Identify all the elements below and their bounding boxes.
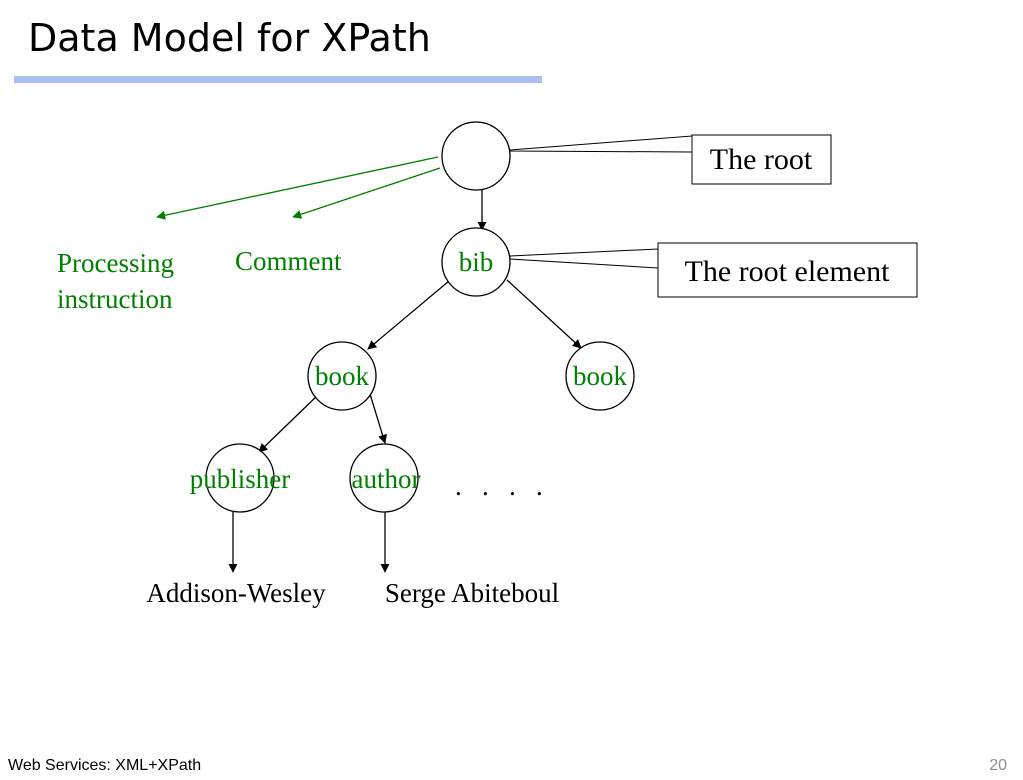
callout-root-element-box <box>657 242 918 298</box>
processing-instruction-label-line1: Processing <box>57 248 174 278</box>
comment-label: Comment <box>235 246 342 276</box>
edge-book1-publisher <box>258 392 321 453</box>
node-publisher <box>205 443 275 513</box>
edge-book1-author <box>369 393 387 444</box>
more-children-ellipsis: . . . . <box>455 471 543 501</box>
footer-course-title: Web Services: XML+XPath <box>8 757 202 774</box>
arrow-root-to-processing <box>156 156 439 220</box>
node-bib-label: bib <box>459 247 494 277</box>
node-book-2 <box>565 341 635 411</box>
callout-root-text: The root <box>710 143 813 176</box>
node-bib <box>441 227 511 297</box>
footer-page-number: 20 <box>989 757 1007 774</box>
edge-bib-book1 <box>367 280 450 350</box>
title-underline <box>14 76 542 83</box>
author-value-text: Serge Abiteboul <box>385 578 559 608</box>
node-book-2-label: book <box>573 361 628 391</box>
node-publisher-label: publisher <box>190 464 291 494</box>
callout-root-box <box>691 134 832 185</box>
node-author-label: author <box>352 464 421 494</box>
processing-instruction-label-line2: instruction <box>57 284 173 314</box>
node-book-1-label: book <box>315 361 370 391</box>
node-root <box>441 121 511 191</box>
edge-bib-book2 <box>506 279 582 349</box>
arrow-root-to-comment <box>292 167 441 219</box>
callout-root-pointer <box>509 135 693 153</box>
callout-root-element-text: The root element <box>685 255 891 288</box>
slide-title: Data Model for XPath <box>28 16 431 60</box>
node-author <box>349 443 419 513</box>
publisher-value-text: Addison-Wesley <box>146 578 326 608</box>
node-book-1 <box>307 341 377 411</box>
callout-root-element-pointer <box>509 248 659 269</box>
